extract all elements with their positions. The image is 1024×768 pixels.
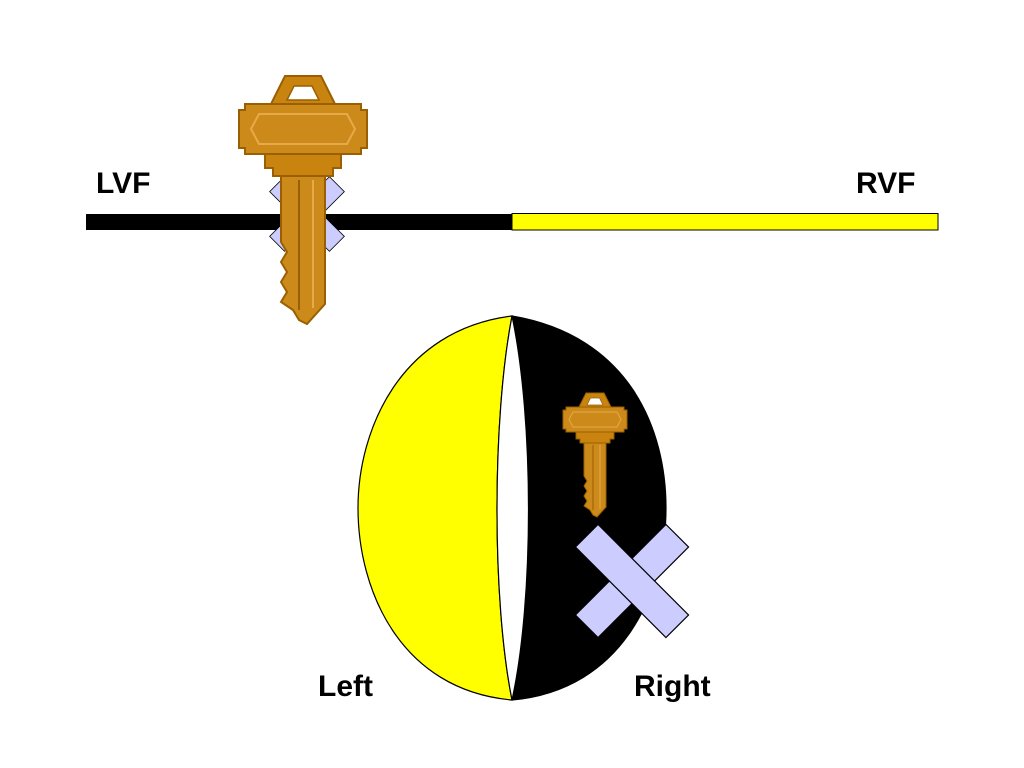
left-hemisphere-label: Left: [318, 670, 373, 703]
hemisphere-gap: [496, 315, 530, 701]
lvf-label: LVF: [96, 167, 150, 200]
key-icon: [238, 75, 368, 325]
right-hemisphere-label: Right: [634, 670, 711, 703]
rvf-label: RVF: [856, 167, 915, 200]
right-visual-field-bar: [511, 213, 939, 231]
left-hemisphere: [357, 315, 513, 701]
